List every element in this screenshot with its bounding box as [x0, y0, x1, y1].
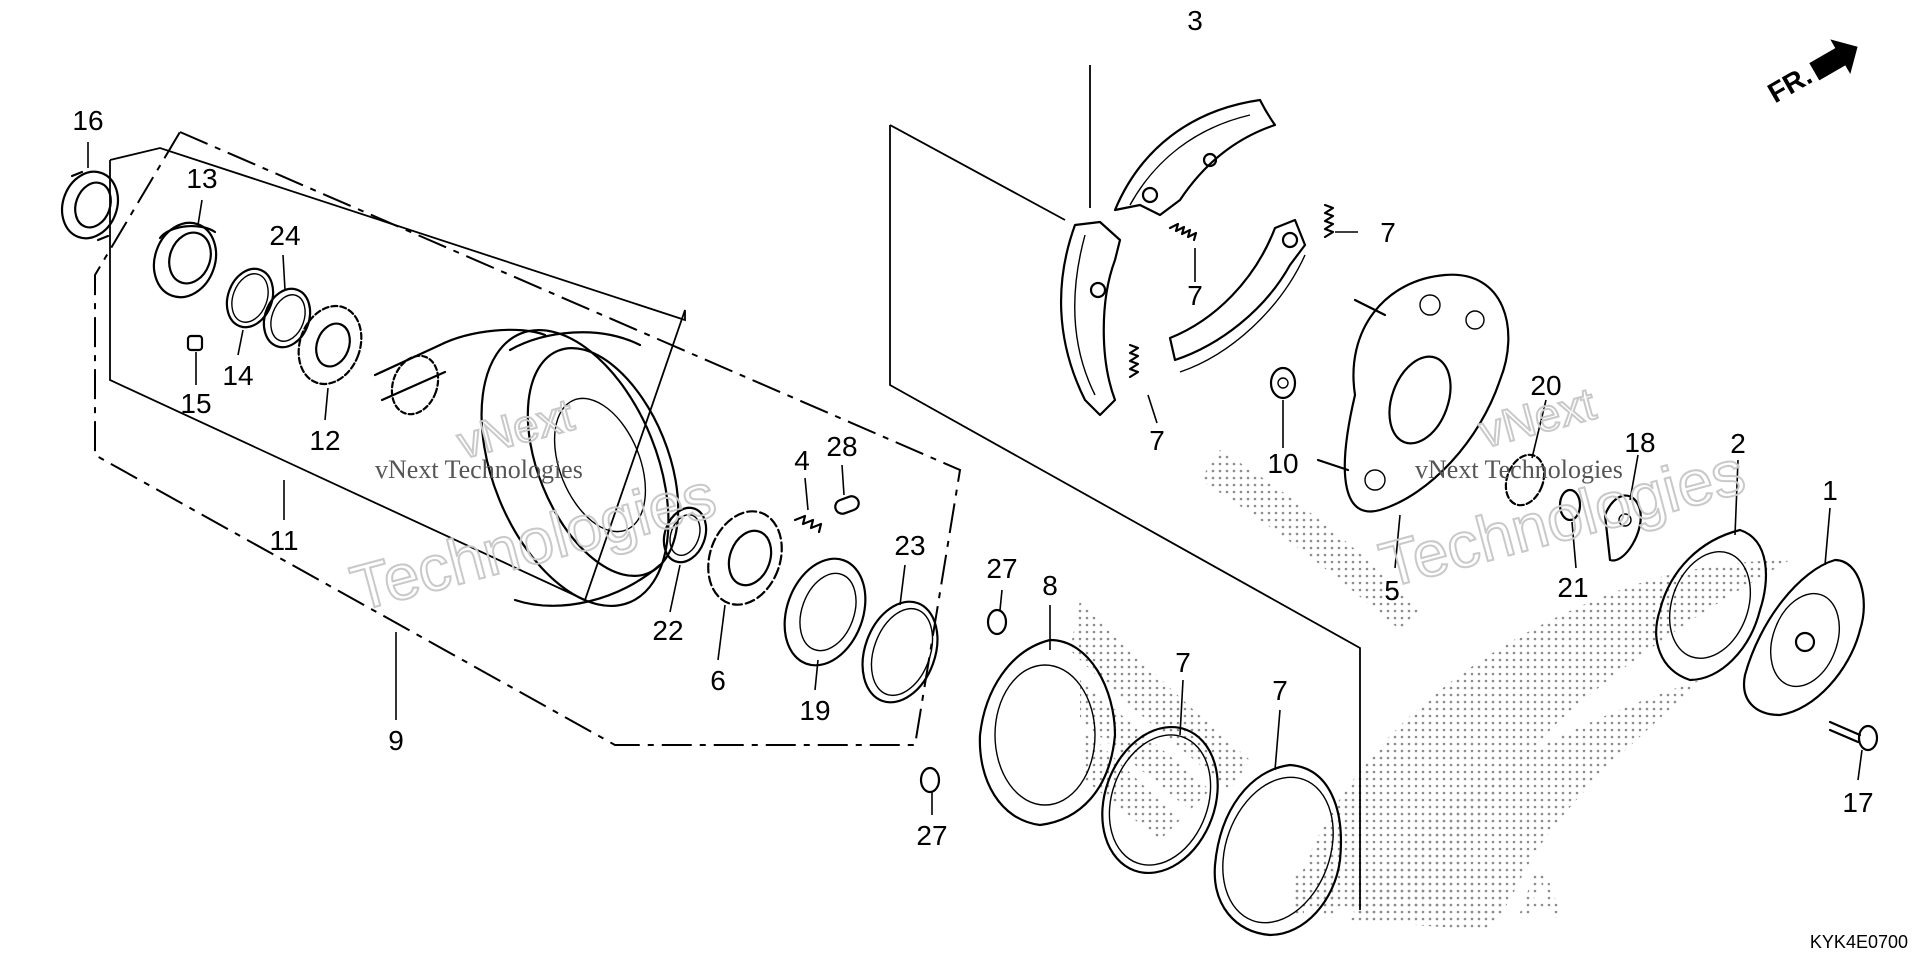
callout-12: 10: [1267, 448, 1298, 479]
part-outer-cover: [1742, 558, 1865, 717]
part-pin: [834, 495, 860, 515]
part-shoe-spring-2: [1323, 203, 1335, 239]
part-nut-small: [186, 334, 204, 352]
group-frames: [94, 65, 1361, 910]
callout-labels: 16 13 24 14 15 12 11 9 22 6 4 28 19 23 2…: [72, 5, 1873, 851]
part-o-ring-9: [1101, 725, 1219, 875]
front-label: FR.: [1763, 59, 1818, 108]
part-shoe-spring-1: [1168, 222, 1198, 242]
part-shoe-spring-3: [1128, 343, 1140, 379]
callout-17: 15: [180, 388, 211, 419]
part-nut: [1269, 366, 1297, 400]
callout-1: 1: [1822, 475, 1838, 506]
callout-7-c: 7: [1149, 425, 1165, 456]
part-ratchet: [1504, 453, 1546, 507]
callout-21: 19: [799, 695, 830, 726]
part-gasket-8: [1213, 763, 1342, 937]
part-o-ring: [662, 506, 708, 564]
part-gasket-10: [978, 638, 1117, 827]
callout-8: 7: [1272, 675, 1288, 706]
callout-25: 23: [894, 530, 925, 561]
callout-24: 22: [652, 615, 683, 646]
watermark-left: vNext Technologies: [342, 387, 723, 626]
front-arrow-icon: [1809, 39, 1858, 81]
part-plate-20: [1603, 494, 1642, 562]
part-bolt: [1828, 720, 1879, 752]
honda-brand-mark: HONDA: [1290, 858, 1572, 932]
callout-2: 2: [1730, 428, 1746, 459]
part-washer: [262, 287, 312, 349]
part-washer-27-upper: [986, 608, 1008, 636]
frame-5-group: [889, 124, 1066, 221]
callout-19: 17: [1842, 787, 1873, 818]
part-circlip: [225, 267, 275, 329]
part-clutch-outer: [373, 328, 680, 608]
callout-27-lower: 27: [916, 820, 947, 851]
frame-5-box: [889, 125, 1361, 910]
diagram-code: KYK4E0700: [1810, 932, 1908, 952]
callout-3: 3: [1187, 5, 1203, 36]
callout-28: 28: [826, 431, 857, 462]
callout-14: 12: [309, 425, 340, 456]
callout-20: 18: [1624, 427, 1655, 458]
callout-11: 9: [388, 725, 404, 756]
frame-13: [109, 147, 686, 602]
part-side-plate: [783, 557, 867, 667]
part-clutch-shoe-left: [1059, 220, 1122, 417]
callout-22: 20: [1530, 370, 1561, 401]
front-direction-indicator: FR.: [1763, 39, 1858, 109]
watermark-caption-right: vNext Technologies: [1415, 455, 1623, 484]
part-oil-seal: [60, 170, 120, 242]
frame-11: [94, 131, 962, 746]
part-washer-27-lower: [919, 766, 941, 794]
part-one-way-clutch: [707, 510, 783, 606]
part-bearing: [152, 221, 218, 299]
part-spring: [793, 514, 823, 534]
callout-27-upper: 27: [986, 553, 1017, 584]
callout-26: 24: [269, 220, 300, 251]
part-drive-plate: [1316, 273, 1510, 513]
callout-7-a: 7: [1187, 280, 1203, 311]
watermark-caption-left: vNext Technologies: [375, 455, 583, 484]
callout-5: 5: [1384, 575, 1400, 606]
part-gear: [297, 304, 363, 386]
callout-18: 16: [72, 105, 103, 136]
callout-15: 13: [186, 163, 217, 194]
part-clutch-shoe-upper: [1113, 98, 1277, 217]
callout-10: 8: [1042, 570, 1058, 601]
callout-6: 6: [710, 665, 726, 696]
callout-4: 4: [794, 445, 810, 476]
leader-lines: [87, 142, 1863, 815]
callout-9: 7: [1175, 647, 1191, 678]
part-clutch-shoe-lower: [1168, 218, 1307, 373]
part-snap-ring: [861, 600, 939, 704]
part-small-washer: [1558, 488, 1582, 522]
callout-23: 21: [1557, 572, 1588, 603]
part-cover-gasket: [1655, 528, 1768, 682]
callout-7-b: 7: [1380, 217, 1396, 248]
callout-16: 14: [222, 360, 253, 391]
callout-13: 11: [269, 525, 298, 556]
